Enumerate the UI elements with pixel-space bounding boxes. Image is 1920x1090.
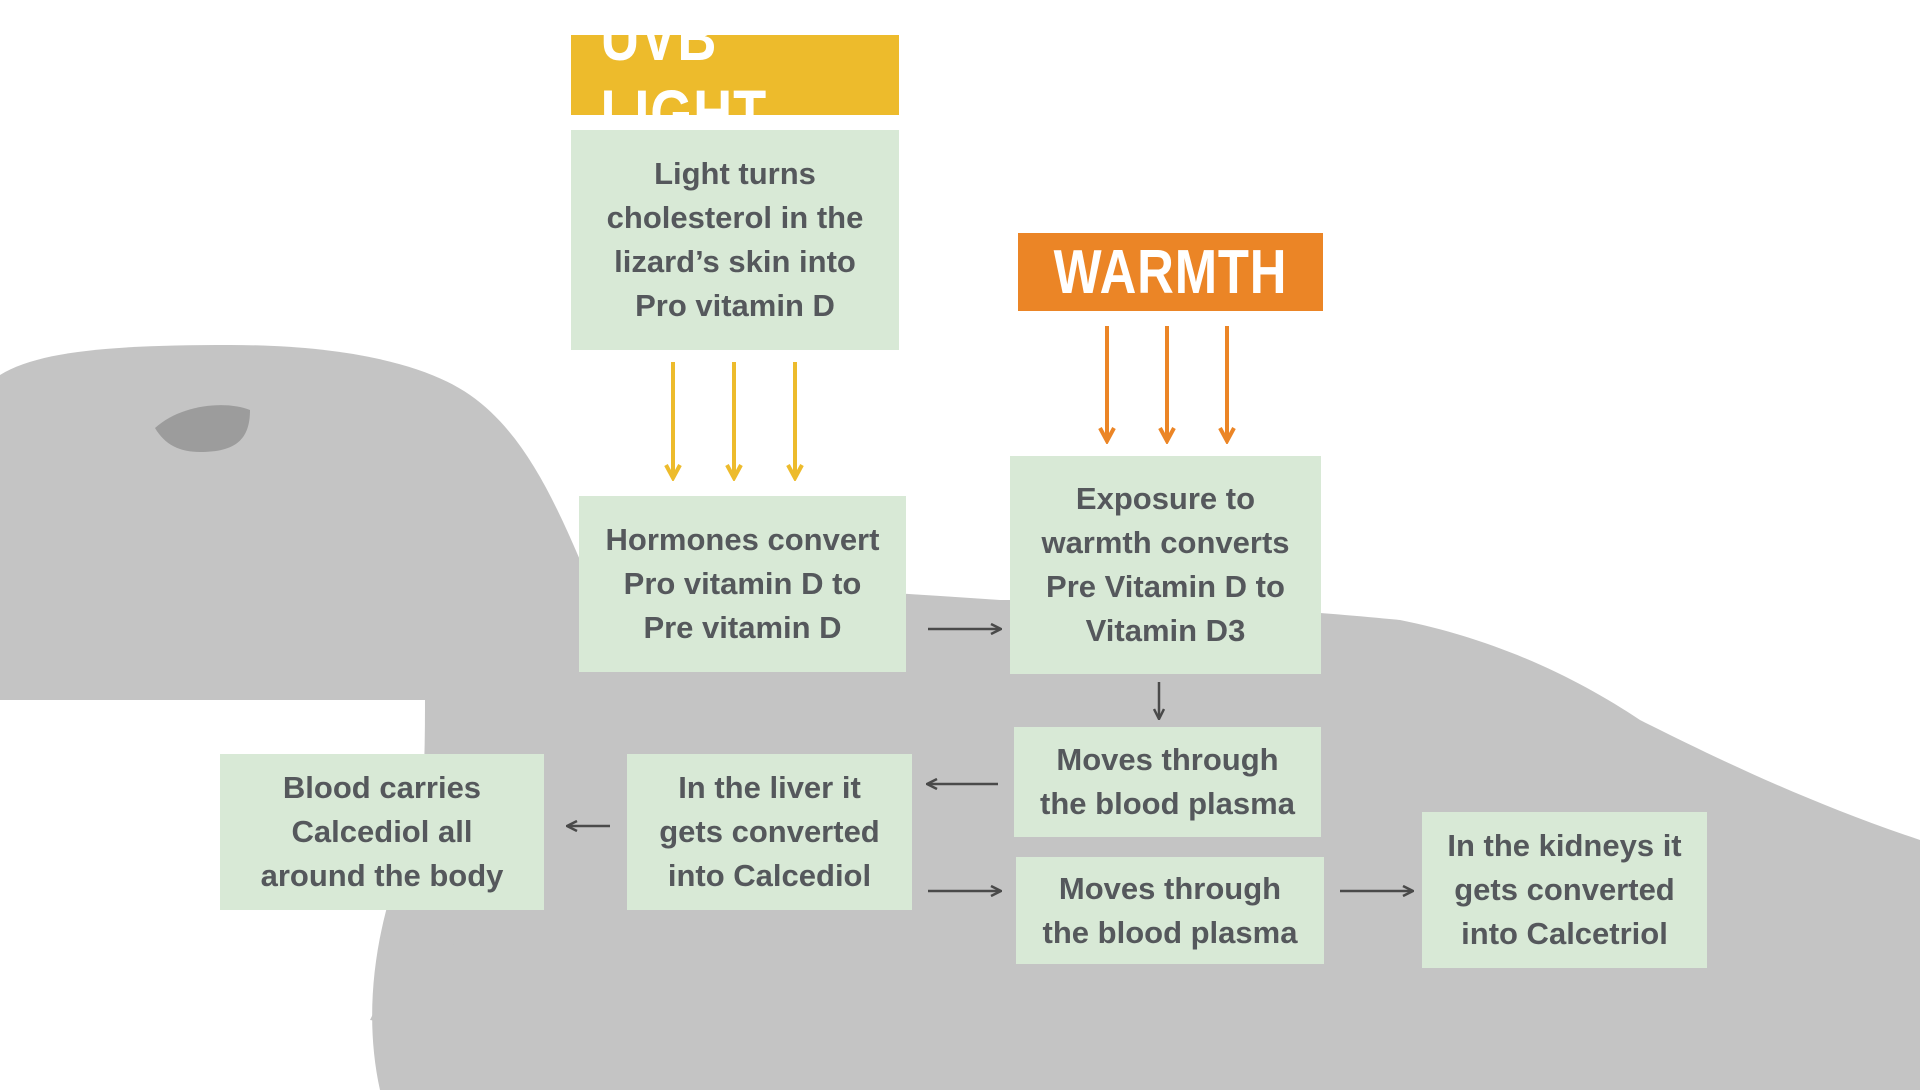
- step-blood-plasma-upper-text: Moves through the blood plasma: [1040, 742, 1295, 821]
- step-light-cholesterol: Light turns cholesterol in the lizard’s …: [571, 130, 899, 350]
- step-light-cholesterol-text: Light turns cholesterol in the lizard’s …: [606, 156, 864, 323]
- step-liver-calcediol-text: In the liver it gets converted into Calc…: [659, 770, 880, 893]
- step-blood-plasma-lower: Moves through the blood plasma: [1016, 857, 1324, 964]
- warmth-label: WARMTH: [1053, 237, 1288, 307]
- uvb-light-label: UVB LIGHT: [600, 0, 767, 150]
- step-blood-carries-text: Blood carries Calcediol all around the b…: [260, 770, 504, 893]
- lizard-body: [0, 345, 1920, 1090]
- step-warmth-exposure-text: Exposure to warmth converts Pre Vitamin …: [1041, 481, 1290, 648]
- step-blood-plasma-lower-text: Moves through the blood plasma: [1042, 870, 1298, 950]
- step-blood-carries: Blood carries Calcediol all around the b…: [220, 754, 544, 910]
- step-kidneys-calcetriol-text: In the kidneys it gets converted into Ca…: [1447, 828, 1682, 951]
- step-warmth-exposure: Exposure to warmth converts Pre Vitamin …: [1010, 456, 1321, 674]
- step-kidneys-calcetriol: In the kidneys it gets converted into Ca…: [1422, 812, 1707, 968]
- step-hormones-convert: Hormones convert Pro vitamin D to Pre vi…: [579, 496, 906, 672]
- warmth-header: WARMTH: [1018, 233, 1323, 311]
- step-liver-calcediol: In the liver it gets converted into Calc…: [627, 754, 912, 910]
- step-hormones-convert-text: Hormones convert Pro vitamin D to Pre vi…: [605, 522, 880, 645]
- step-blood-plasma-upper: Moves through the blood plasma: [1014, 727, 1321, 837]
- uvb-light-header: UVB LIGHT: [571, 0, 899, 150]
- lizard-eye: [155, 405, 250, 452]
